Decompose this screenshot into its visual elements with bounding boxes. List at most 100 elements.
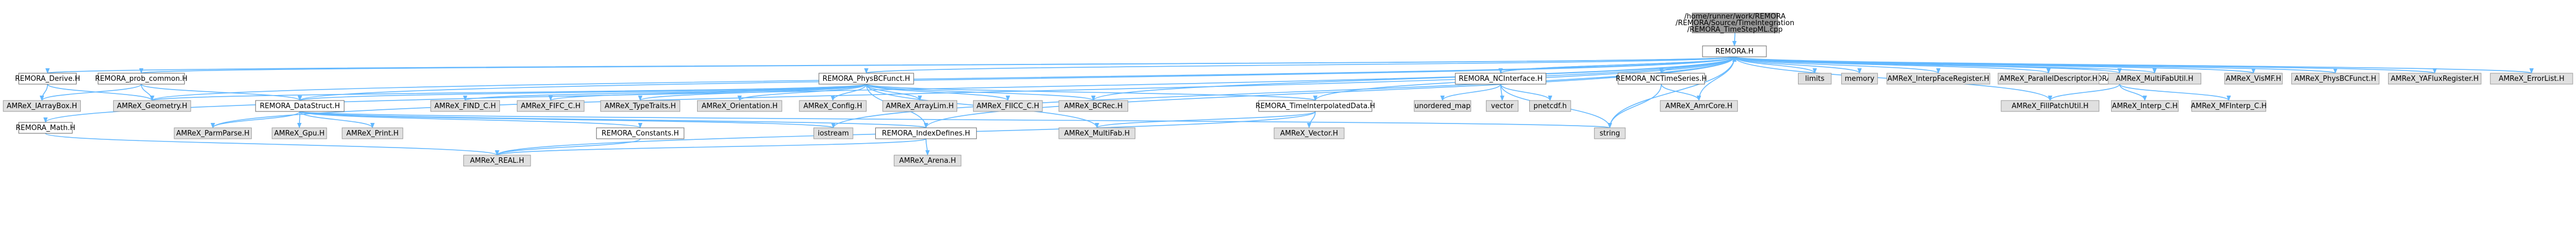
node-amrex-vector-h: AMReX_Vector.H: [1274, 127, 1345, 139]
node-box: [463, 155, 531, 167]
node-label: REMORA_IndexDefines.H: [882, 129, 970, 138]
graph-nodes: /home/runner/work/REMORA/REMORA/Source/T…: [3, 13, 2573, 167]
node-remora-ncinterface-h[interactable]: REMORA_NCInterface.H: [1455, 73, 1547, 85]
edge-physbcfunct-to-arraylim: [865, 84, 922, 101]
edge-remora_h-to-prob_common: [140, 56, 1735, 74]
node-label: /REMORA/Source/TimeIntegration: [1676, 19, 1794, 27]
node-box: [813, 127, 853, 139]
node-box: [1529, 100, 1571, 112]
node-label: AMReX_ArrayLim.H: [886, 102, 953, 110]
node-label: memory: [1844, 75, 1874, 83]
node-label: pnetcdf.h: [1534, 102, 1567, 110]
edge-fillpatcher-to-interp_c: [2119, 84, 2147, 101]
node-box: [818, 73, 914, 85]
node-label: AMReX_ErrorList.H: [2498, 75, 2564, 83]
node-box: [600, 100, 680, 112]
node-box: [973, 100, 1043, 112]
edge-fillpatcher-to-mfinterp_c: [2119, 84, 2231, 101]
node-box: [1618, 73, 1705, 85]
node-label: AMReX_ParallelDescriptor.H: [2000, 75, 2098, 83]
node-label: AMReX_MFInterp_C.H: [2191, 102, 2267, 110]
node-remora-prob-common-h[interactable]: REMORA_prob_common.H: [95, 73, 187, 85]
edge-remora_h-to-memory: [1734, 56, 1862, 74]
node-remora-math-h[interactable]: REMORA_Math.H: [16, 122, 75, 134]
node-remora-constants-h[interactable]: REMORA_Constants.H: [596, 127, 685, 139]
node-remora-indexdefines-h[interactable]: REMORA_IndexDefines.H: [875, 127, 977, 139]
edge-remora_h-to-limits: [1734, 56, 1817, 74]
node-label: AMReX_ParmParse.H: [176, 129, 249, 138]
node-box: [2111, 100, 2179, 112]
node-amrex-fillpatchutil-h: AMReX_FillPatchUtil.H: [2001, 100, 2100, 112]
node-box: [1274, 127, 1345, 139]
edge-remora_h-to-physbcfunct: [864, 56, 1735, 74]
node-amrex-parmparse-h: AMReX_ParmParse.H: [174, 127, 252, 139]
node-box: [1413, 100, 1471, 112]
edge-physbcfunct-to-fifc_c: [549, 84, 867, 101]
edge-datastruct-to-string: [299, 111, 1612, 128]
node-amrex-geometry-h: AMReX_Geometry.H: [113, 100, 191, 112]
node-box: [1887, 73, 1990, 85]
node-label: AMReX_MultiFab.H: [1064, 129, 1130, 138]
node-remora-nctimeseries-h[interactable]: REMORA_NCTimeSeries.H: [1616, 73, 1707, 85]
node-label: vector: [1491, 102, 1514, 110]
node-box: [2388, 73, 2481, 85]
node-label: unordered_map: [1414, 102, 1471, 110]
node-remora-physbcfunct-h[interactable]: REMORA_PhysBCFunct.H: [818, 73, 914, 85]
node-box: [2224, 73, 2283, 85]
node-label: AMReX_Arena.H: [899, 157, 956, 165]
node-box: [174, 127, 252, 139]
edge-fillpatcher-to-fillpatchutil: [2048, 84, 2120, 101]
edge-timeinterp-to-vector_h: [1307, 111, 1316, 128]
node-amrex-gpu-h: AMReX_Gpu.H: [272, 127, 327, 139]
edge-indexdefines-to-real: [495, 138, 927, 156]
node-label: REMORA.H: [1716, 48, 1754, 56]
node-label: AMReX_Interp_C.H: [2112, 102, 2178, 110]
node-label: iostream: [818, 129, 849, 138]
node-amrex-mfinterp-c-h: AMReX_MFInterp_C.H: [2191, 100, 2267, 112]
node-home-runner-work-remora-remora-source-timeintegration-remora-timestepml-cpp[interactable]: /home/runner/work/REMORA/REMORA/Source/T…: [1676, 13, 1794, 34]
edge-physbcfunct-to-orientation: [737, 84, 867, 101]
node-label: AMReX_MultiFabUtil.H: [2116, 75, 2194, 83]
edge-physbcfunct-to-bcrec: [865, 84, 1095, 101]
node-amrex-arena-h: AMReX_Arena.H: [893, 155, 962, 167]
node-amrex-arraylim-h: AMReX_ArrayLim.H: [882, 100, 957, 112]
node-amrex-multifab-h: AMReX_MultiFab.H: [1058, 127, 1136, 139]
node-iostream: iostream: [813, 127, 853, 139]
node-amrex-config-h: AMReX_Config.H: [799, 100, 867, 112]
node-unordered-map: unordered_map: [1413, 100, 1471, 112]
edge-physbcfunct-to-typetraits: [638, 84, 867, 101]
node-box: [255, 100, 345, 112]
node-amrex-interpfaceregister-h: AMReX_InterpFaceRegister.H: [1887, 73, 1990, 85]
node-amrex-amrcore-h: AMReX_AmrCore.H: [1660, 100, 1738, 112]
node-remora-datastruct-h[interactable]: REMORA_DataStruct.H: [255, 100, 345, 112]
node-box: [3, 100, 81, 112]
node-limits: limits: [1798, 73, 1832, 85]
node-amrex-fifc-c-h: AMReX_FIFC_C.H: [517, 100, 585, 112]
node-box: [272, 127, 327, 139]
node-box: [2490, 73, 2573, 85]
edge-physbcfunct-to-config: [830, 84, 867, 101]
node-box: [596, 127, 685, 139]
edge-remora_h-to-geometry: [150, 56, 1735, 101]
node-box: [1841, 73, 1878, 85]
graph-edges: [39, 32, 2533, 156]
node-label: AMReX_IArrayBox.H: [7, 102, 77, 110]
edge-datastruct-to-indexdefines: [299, 111, 928, 128]
edge-remora_h-to-errorlist: [1734, 56, 2533, 74]
edge-datastruct-to-iostream: [299, 111, 835, 128]
edge-prob_common-to-iarraybox: [39, 84, 142, 101]
node-label: REMORA_Constants.H: [602, 129, 679, 138]
node-remora-derive-h[interactable]: REMORA_Derive.H: [15, 73, 80, 85]
edge-physbcfunct-to-geometry: [150, 84, 867, 101]
node-amrex-bcrec-h: AMReX_BCRec.H: [1058, 100, 1128, 112]
node-label: /home/runner/work/REMORA: [1684, 13, 1785, 21]
node-remora-timeinterpolateddata-h[interactable]: REMORA_TimeInterpolatedData.H: [1255, 100, 1375, 112]
edge-math-to-real: [45, 133, 499, 156]
edge-datastruct-to-constants: [299, 111, 642, 128]
node-remora-h[interactable]: REMORA.H: [1702, 45, 1767, 57]
node-box: [1691, 13, 1778, 33]
node-box: [2191, 100, 2266, 112]
node-amrex-errorlist-h: AMReX_ErrorList.H: [2490, 73, 2573, 85]
edge-physbcfunct-to-timeinterp: [865, 84, 1317, 101]
